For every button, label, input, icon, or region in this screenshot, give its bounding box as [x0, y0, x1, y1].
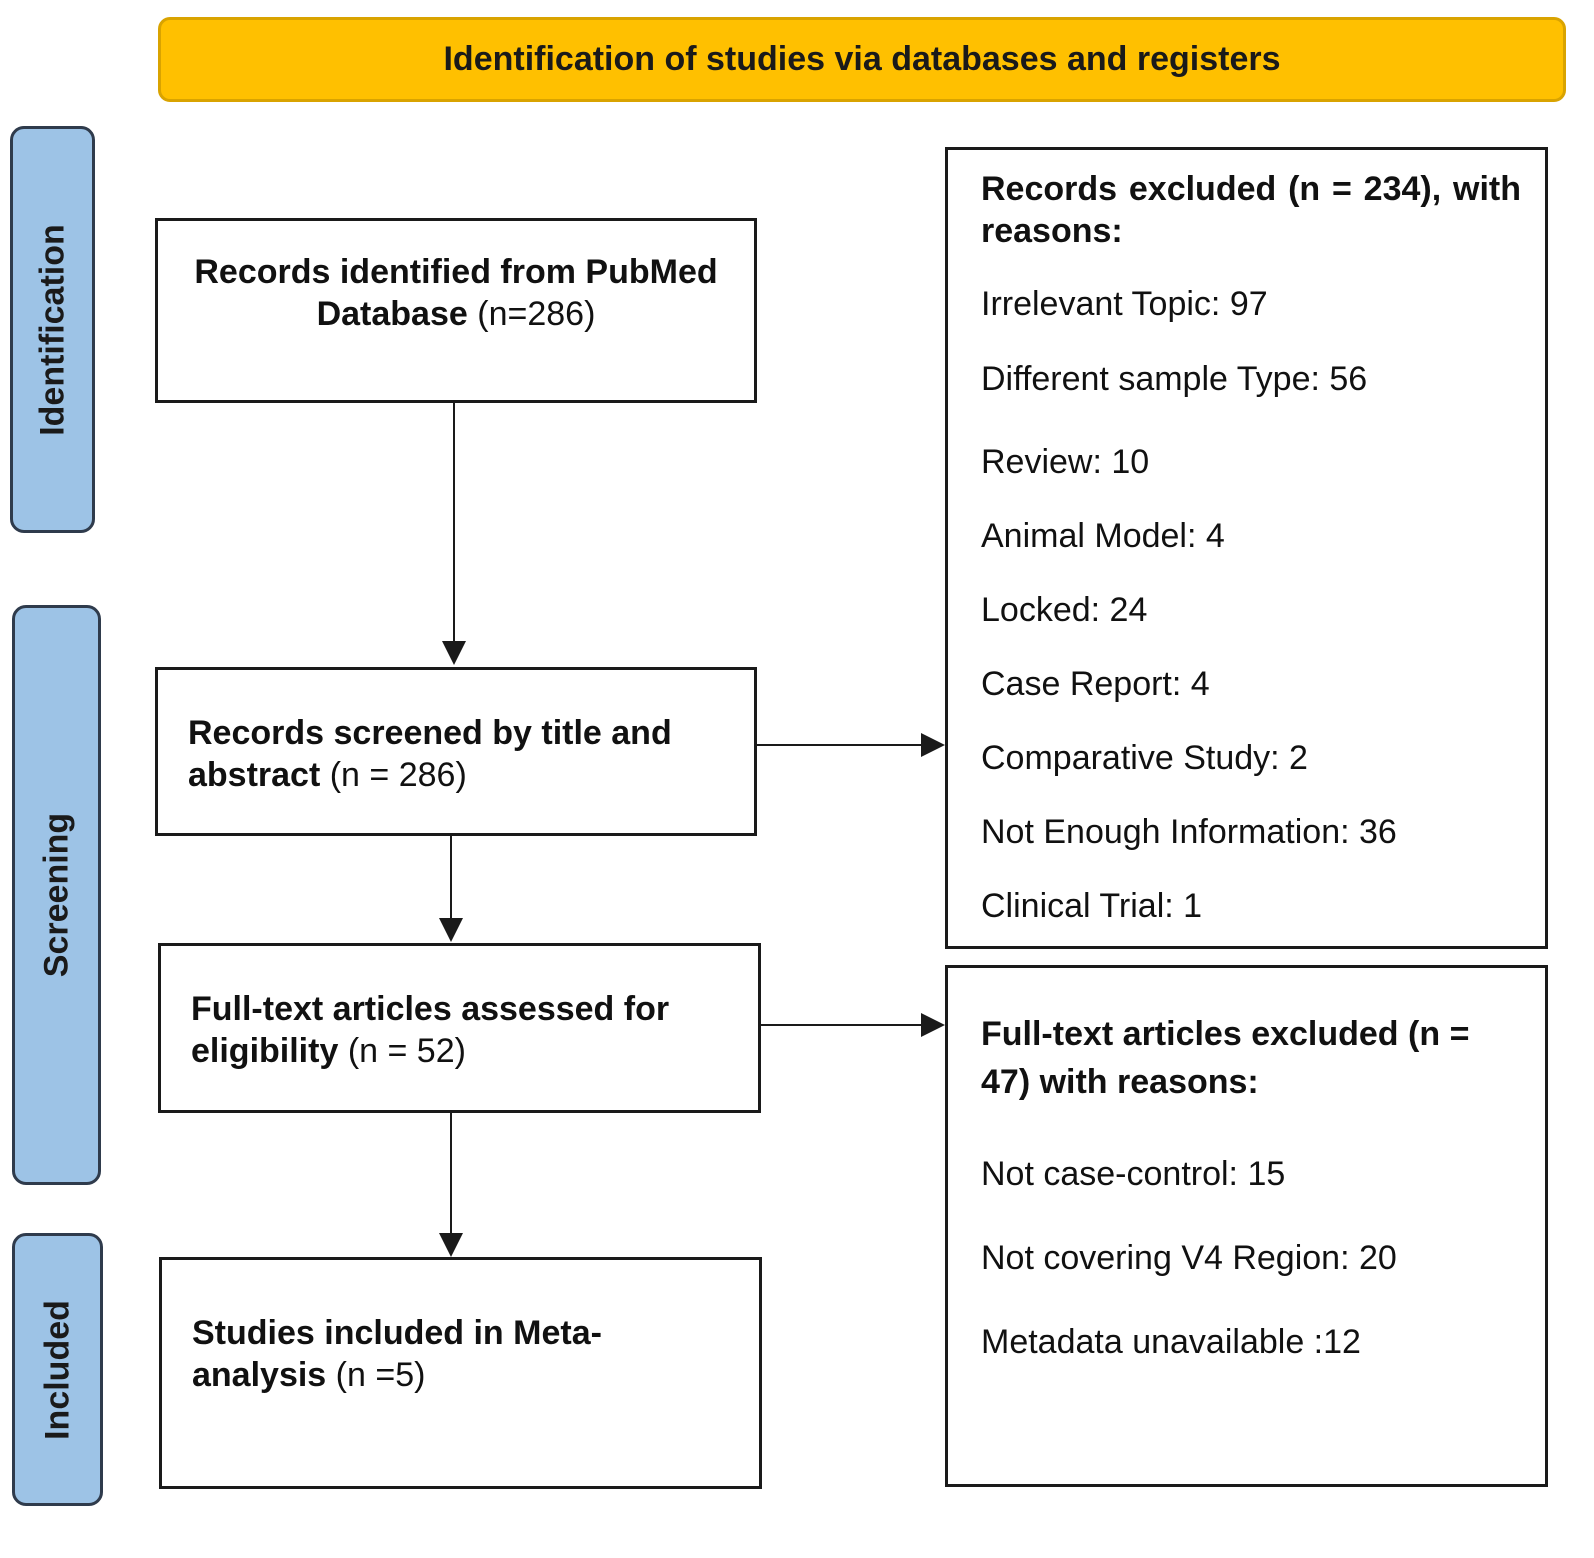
- reason-item: Animal Model: 4: [981, 517, 1225, 555]
- reason-item: Comparative Study: 2: [981, 739, 1308, 777]
- connector-screened-to-fulltext: [450, 836, 452, 920]
- fulltext-count: (n = 52): [347, 1032, 466, 1070]
- reason-item: Clinical Trial: 1: [981, 887, 1203, 925]
- stage-included: Included: [12, 1233, 103, 1506]
- header-title: Identification of studies via databases …: [443, 40, 1281, 78]
- stage-included-label: Included: [38, 1299, 76, 1440]
- box-fulltext-excluded: Full-text articles excluded (n = 47) wit…: [945, 965, 1548, 1487]
- box-fulltext-assessed: Full-text articles assessed for eligibil…: [158, 943, 761, 1113]
- reason-item: Case Report: 4: [981, 665, 1210, 703]
- box-studies-included: Studies included in Meta-analysis (n =5): [159, 1257, 762, 1489]
- stage-identification: Identification: [10, 126, 95, 533]
- screened-label: Records screened by title and abstract: [188, 714, 672, 794]
- reason-item: Not case-control: 15: [981, 1155, 1286, 1193]
- connector-fulltext-to-included: [450, 1113, 452, 1235]
- reason-item: Irrelevant Topic: 97: [981, 285, 1268, 323]
- fulltext-excluded-title: Full-text articles excluded (n = 47) wit…: [981, 1015, 1470, 1101]
- arrow-right-icon: [921, 733, 945, 757]
- records-excluded-title: Records excluded (n = 234), with reasons…: [981, 170, 1521, 250]
- reason-item: Locked: 24: [981, 591, 1148, 629]
- reason-item: Review: 10: [981, 443, 1150, 481]
- stage-identification-label: Identification: [33, 223, 71, 436]
- reason-item: Metadata unavailable :12: [981, 1323, 1361, 1361]
- identified-count: (n=286): [477, 295, 596, 333]
- connector-screened-to-excluded: [757, 744, 923, 746]
- header-banner: Identification of studies via databases …: [158, 17, 1566, 102]
- box-records-screened: Records screened by title and abstract (…: [155, 667, 757, 836]
- box-records-excluded: Records excluded (n = 234), with reasons…: [945, 147, 1548, 949]
- included-label: Studies included in Meta-analysis: [192, 1314, 602, 1394]
- reason-item: Different sample Type: 56: [981, 360, 1368, 398]
- box-records-identified: Records identified from PubMed Database …: [155, 218, 757, 403]
- screened-count: (n = 286): [329, 756, 467, 794]
- reason-item: Not Enough Information: 36: [981, 813, 1397, 851]
- reason-item: Not covering V4 Region: 20: [981, 1239, 1397, 1277]
- included-count: (n =5): [335, 1356, 426, 1394]
- connector-identified-to-screened: [453, 403, 455, 643]
- connector-fulltext-to-excluded: [761, 1024, 923, 1026]
- stage-screening-label: Screening: [37, 812, 75, 978]
- arrow-down-icon: [439, 1233, 463, 1257]
- arrow-down-icon: [442, 641, 466, 665]
- fulltext-label: Full-text articles assessed for eligibil…: [191, 990, 670, 1070]
- arrow-down-icon: [439, 918, 463, 942]
- arrow-right-icon: [921, 1013, 945, 1037]
- identified-label: Records identified from PubMed Database: [194, 253, 718, 333]
- stage-screening: Screening: [12, 605, 101, 1185]
